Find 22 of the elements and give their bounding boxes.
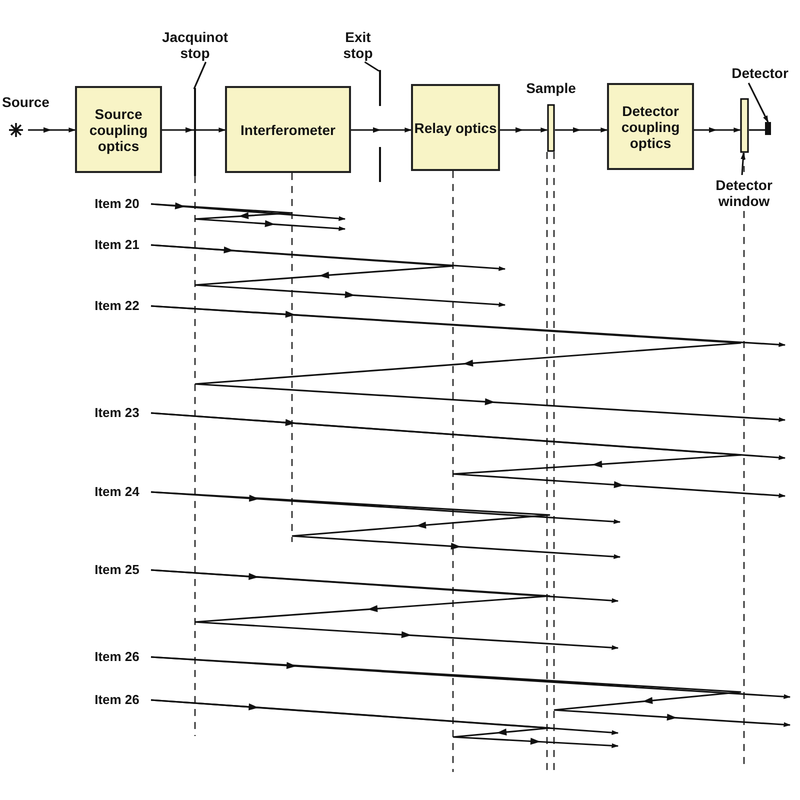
row-label: Item 22	[94, 298, 140, 314]
part-label: Sample	[526, 80, 576, 96]
row-label: Item 24	[94, 484, 140, 500]
process-box	[607, 83, 694, 170]
part-label: Detector window	[714, 177, 774, 209]
row-label: Item 23	[94, 405, 140, 421]
box-label: Relay optics	[414, 120, 497, 136]
box-label: Interferometer	[240, 122, 336, 138]
part-label: Jacquinot stop	[160, 29, 230, 61]
process-box	[225, 86, 351, 173]
box-label: Detector coupling optics	[620, 102, 681, 150]
row-label: Item 25	[94, 562, 140, 578]
part-label: Source	[2, 94, 50, 110]
row-label: Item 26	[94, 649, 140, 665]
box-label: Source coupling optics	[88, 106, 149, 154]
process-box	[75, 86, 162, 173]
row-label: Item 20	[94, 196, 140, 212]
process-box	[411, 84, 500, 171]
row-label: Item 21	[94, 237, 140, 253]
row-label: Item 26	[94, 692, 140, 708]
part-label: Exit stop	[342, 29, 374, 61]
part-label: Detector	[732, 65, 788, 81]
